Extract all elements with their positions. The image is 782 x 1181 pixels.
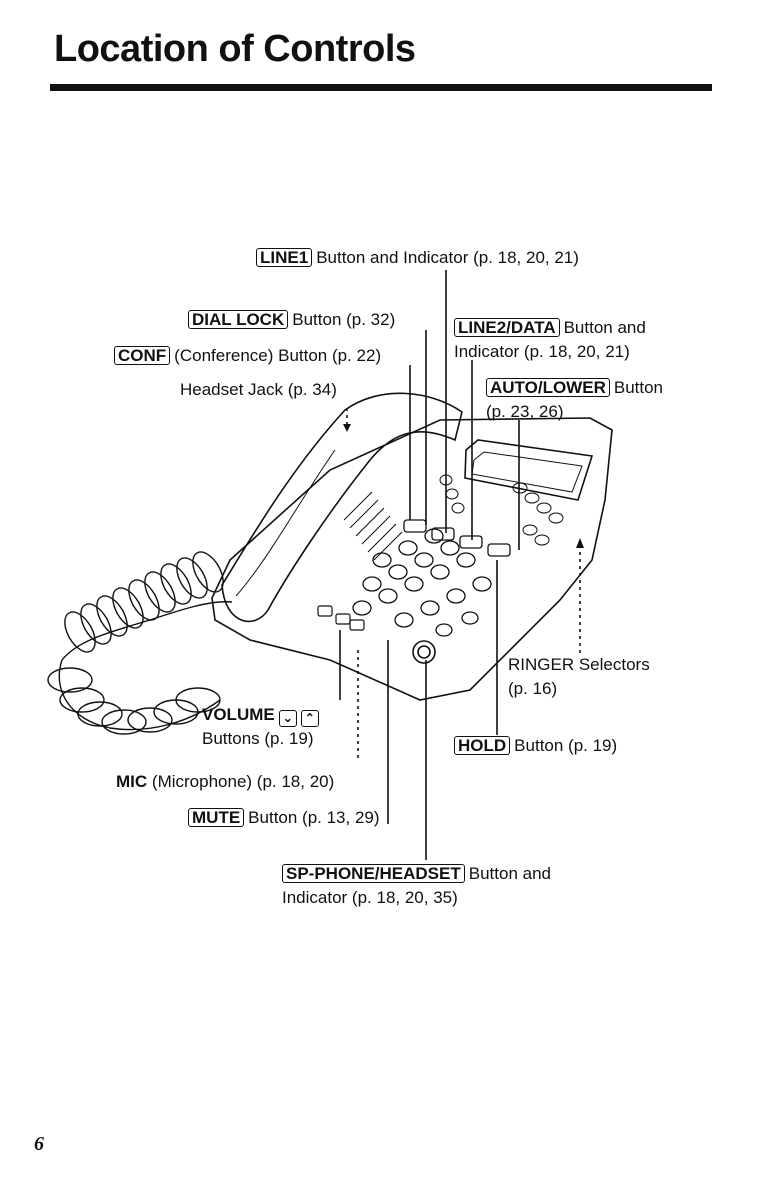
- dial-lock-text: Button (p. 32): [292, 310, 396, 329]
- page-title: Location of Controls: [54, 28, 416, 70]
- hold-key-label: HOLD: [454, 736, 511, 755]
- callout-volume: VOLUME⌄⌃: [202, 705, 319, 727]
- handset: [221, 392, 463, 623]
- ringer-text-line2: (p. 16): [508, 679, 558, 698]
- auto-lower-key-label: AUTO/LOWER: [486, 378, 610, 397]
- lcd-display: [464, 439, 594, 501]
- callout-ringer: RINGER Selectors: [508, 655, 650, 674]
- dial-keypad: [352, 528, 492, 637]
- arrowheads: [343, 424, 584, 548]
- line1-text: Button and Indicator (p. 18, 20, 21): [316, 248, 579, 267]
- coiled-cord: [47, 551, 233, 735]
- hold-text: Button (p. 19): [514, 736, 618, 755]
- function-buttons: [403, 519, 511, 557]
- mic-label: MIC: [116, 772, 148, 791]
- dial-lock-key-label: DIAL LOCK: [188, 310, 289, 329]
- auto-lower-text-line2: (p. 23, 26): [486, 402, 564, 421]
- callout-mic: MIC (Microphone) (p. 18, 20): [116, 772, 334, 792]
- sp-phone-text: Button and: [468, 864, 551, 883]
- line2-text: Button and: [563, 318, 646, 337]
- mute-key-label: MUTE: [188, 808, 245, 827]
- volume-label: VOLUME: [202, 705, 275, 724]
- title-rule: [50, 84, 712, 91]
- volume-text-line2: Buttons (p. 19): [202, 729, 314, 748]
- line2-key-label: LINE2/DATA: [454, 318, 560, 337]
- auto-lower-text: Button: [613, 378, 664, 397]
- chevron-down-icon: ⌄: [278, 710, 297, 727]
- mute-text: Button (p. 13, 29): [248, 808, 380, 827]
- conf-text: (Conference) Button (p. 22): [174, 346, 382, 365]
- mic-text: (Microphone) (p. 18, 20): [151, 772, 335, 791]
- line1-key-label: LINE1: [256, 248, 313, 267]
- callout-conf: CONF(Conference) Button (p. 22): [114, 346, 381, 366]
- page-number: 6: [34, 1133, 44, 1155]
- speaker-grille: [343, 491, 403, 561]
- line2-text-line2: Indicator (p. 18, 20, 21): [454, 342, 630, 361]
- sp-phone-button-drawing: [412, 640, 436, 664]
- sp-phone-key-label: SP-PHONE/HEADSET: [282, 864, 465, 883]
- memory-keys: [439, 474, 564, 546]
- sp-phone-text-line2: Indicator (p. 18, 20, 35): [282, 888, 458, 907]
- leader-lines: [339, 270, 520, 860]
- callout-headset-jack: Headset Jack (p. 34): [180, 380, 337, 399]
- conf-key-label: CONF: [114, 346, 171, 365]
- chevron-up-icon: ⌃: [300, 710, 319, 727]
